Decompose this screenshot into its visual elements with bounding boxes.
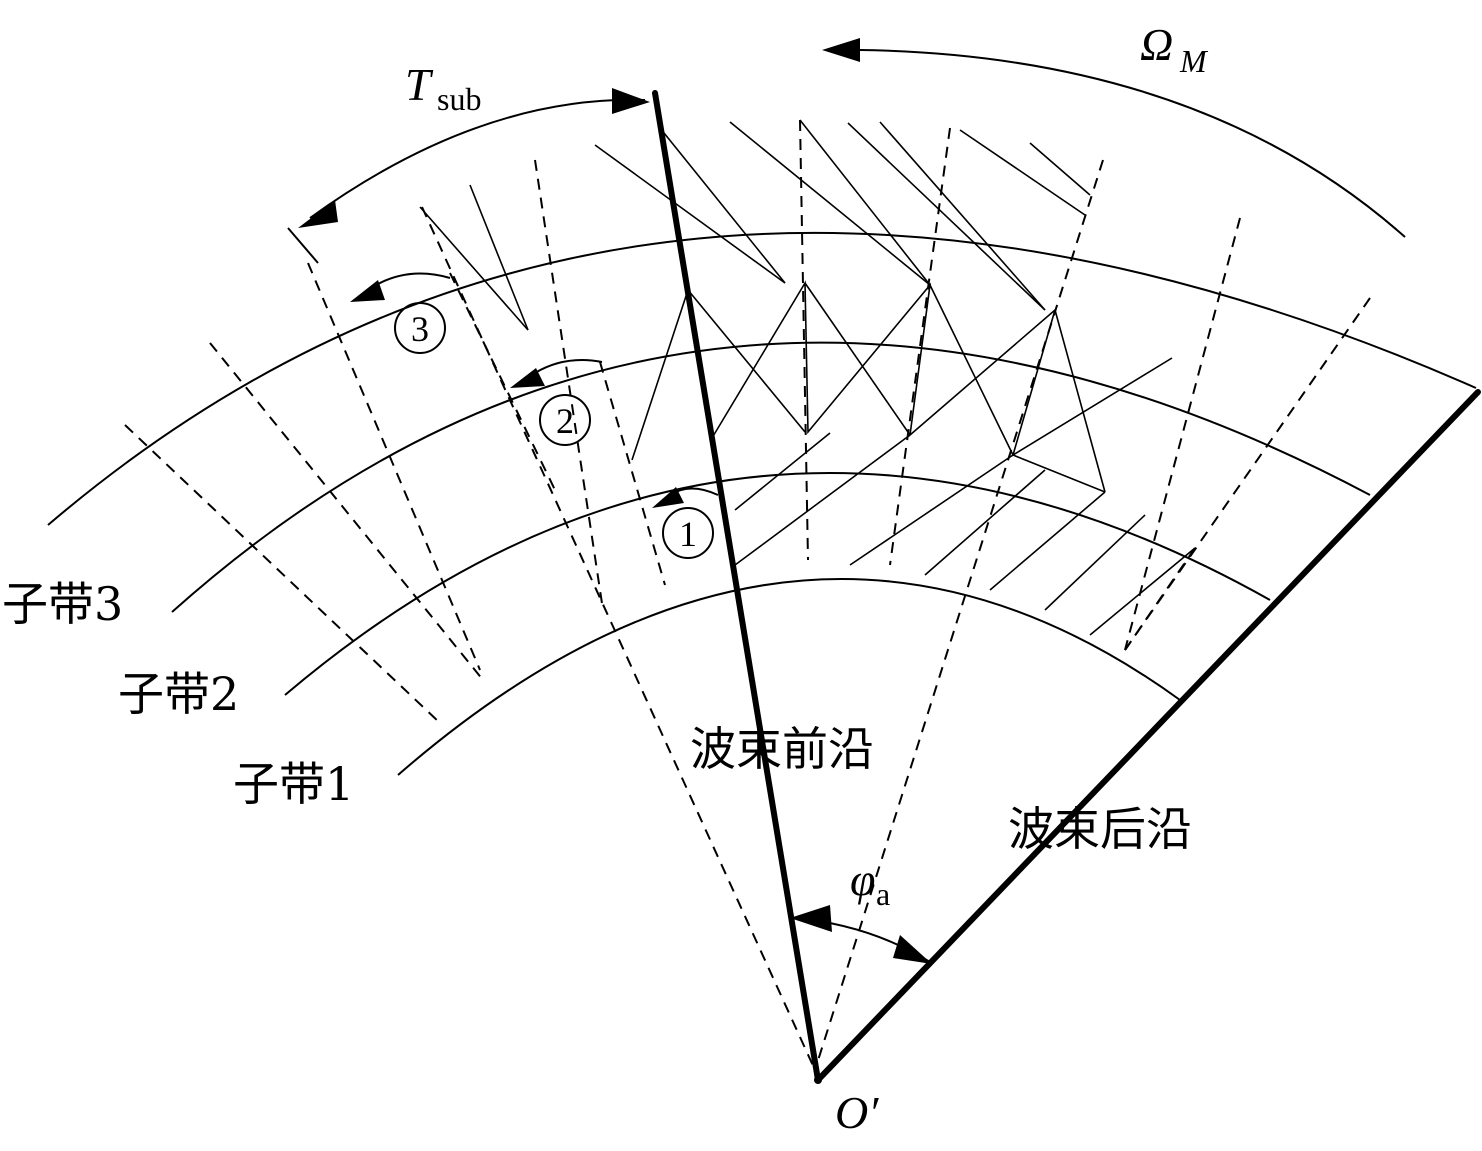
omega-arrowhead [822, 38, 860, 62]
phi-label-main: φ [850, 854, 875, 905]
subband-1-label: 子带1 [233, 757, 354, 811]
step-3-marker: 3 [394, 302, 446, 354]
phi-right-arrowhead [893, 935, 932, 964]
step-2-label: 2 [556, 401, 574, 441]
phi-arc [790, 905, 932, 964]
hatch-middle-band [631, 280, 1173, 493]
origin-label: O′ [835, 1087, 879, 1138]
beam-leading-edge [652, 90, 821, 1083]
dash-radial [1124, 547, 1196, 651]
tsub-label-sub: sub [437, 81, 481, 117]
dash-radial [599, 361, 666, 586]
dash-radial [307, 262, 481, 671]
arc-outer [47, 231, 1477, 526]
step-1-marker: 1 [662, 507, 714, 559]
arc-1 [397, 578, 1181, 776]
step-arrows [350, 272, 719, 508]
dash-radial [534, 159, 604, 611]
hatch-outer-band [419, 119, 1091, 331]
subband-2-label: 子带2 [118, 667, 239, 721]
hatch-inner-band [734, 432, 1196, 636]
subband-3-label: 子带3 [2, 577, 123, 631]
dash-radial [209, 342, 484, 681]
dashed-radials [124, 119, 1371, 1071]
dash-radial [421, 206, 816, 1071]
tsub-arc [287, 88, 650, 264]
beam-trailing-label: 波束后沿 [1008, 802, 1192, 856]
arc-3 [171, 341, 1371, 613]
step-2-marker: 2 [539, 394, 591, 446]
omega-label-main: Ω [1140, 19, 1173, 70]
dash-radial [889, 127, 951, 566]
tsub-label-main: T [405, 59, 434, 110]
phi-label-sub: a [876, 876, 890, 912]
beam-edges [652, 90, 1481, 1083]
tsub-right-arrowhead [612, 88, 650, 114]
tsub-left-arrowhead [298, 200, 338, 228]
step-1-label: 1 [679, 514, 697, 554]
origin-point [814, 1076, 822, 1084]
dash-radial [1124, 297, 1371, 651]
dash-radial [124, 424, 441, 724]
step-3-label: 3 [411, 309, 429, 349]
arc-2 [284, 472, 1271, 696]
beam-leading-label: 波束前沿 [690, 722, 874, 776]
subband-arcs [47, 231, 1477, 776]
dash-radial [449, 272, 556, 491]
beam-trailing-edge [815, 389, 1481, 1083]
omega-label-sub: M [1179, 43, 1209, 79]
dash-radial [799, 119, 809, 561]
omega-arrow [822, 38, 1406, 238]
phi-left-arrowhead [790, 905, 832, 932]
